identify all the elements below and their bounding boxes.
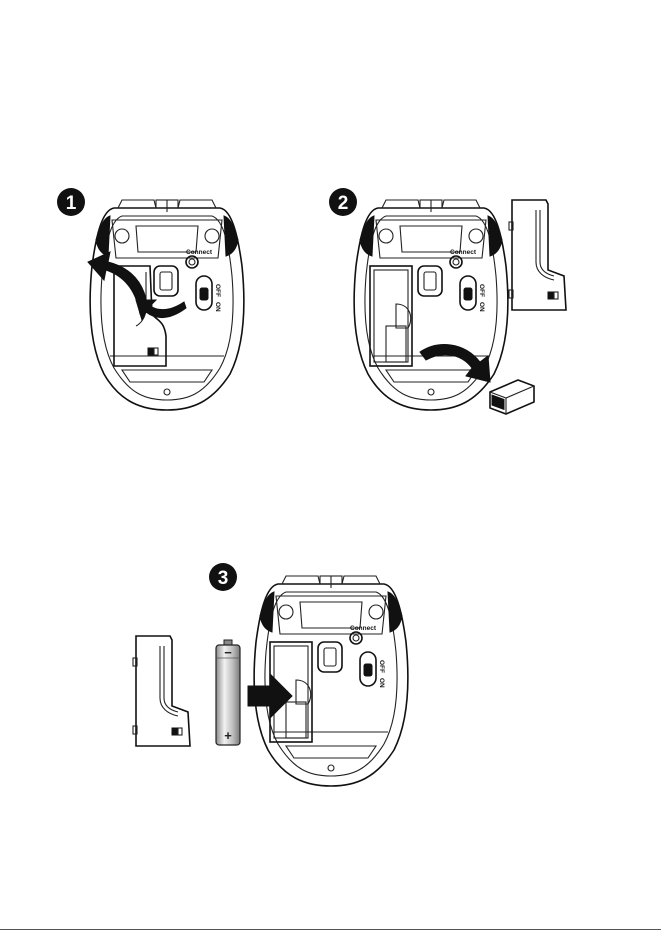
usb-receiver [490,380,534,414]
switch-on-label: ON [214,302,221,312]
switch-on-label-3: ON [378,678,385,688]
step-number-1: 1 [66,193,77,214]
battery-minus-label: − [224,645,232,660]
open-cover-arrow [88,252,186,320]
switch-off-label-2: OFF [478,284,485,297]
switch-off-label-3: OFF [378,660,385,673]
step-number-3: 3 [218,568,229,589]
battery-cover-loose [133,636,190,746]
battery-plus-label: + [224,728,232,743]
step-1: 1 Connect OFF ON [57,188,244,410]
aa-battery: − + [216,640,240,745]
remove-receiver-arrow [420,345,490,382]
battery-cover-removed [509,200,566,310]
step-3: 3 − + Connect OFF ON [133,563,408,786]
step-2: 2 Connect OFF ON [329,188,566,414]
connect-label-2: Connect [450,249,477,256]
mouse-underside-1: Connect OFF ON [90,200,244,410]
step-badge-1: 1 [57,188,85,216]
step-badge-3: 3 [209,563,237,591]
connect-label-3: Connect [350,625,377,632]
connect-label: Connect [186,249,213,256]
switch-off-label: OFF [214,284,221,297]
step-number-2: 2 [338,193,349,214]
switch-on-label-2: ON [478,302,485,312]
step-badge-2: 2 [329,188,357,216]
page-bottom-rule [0,929,661,930]
